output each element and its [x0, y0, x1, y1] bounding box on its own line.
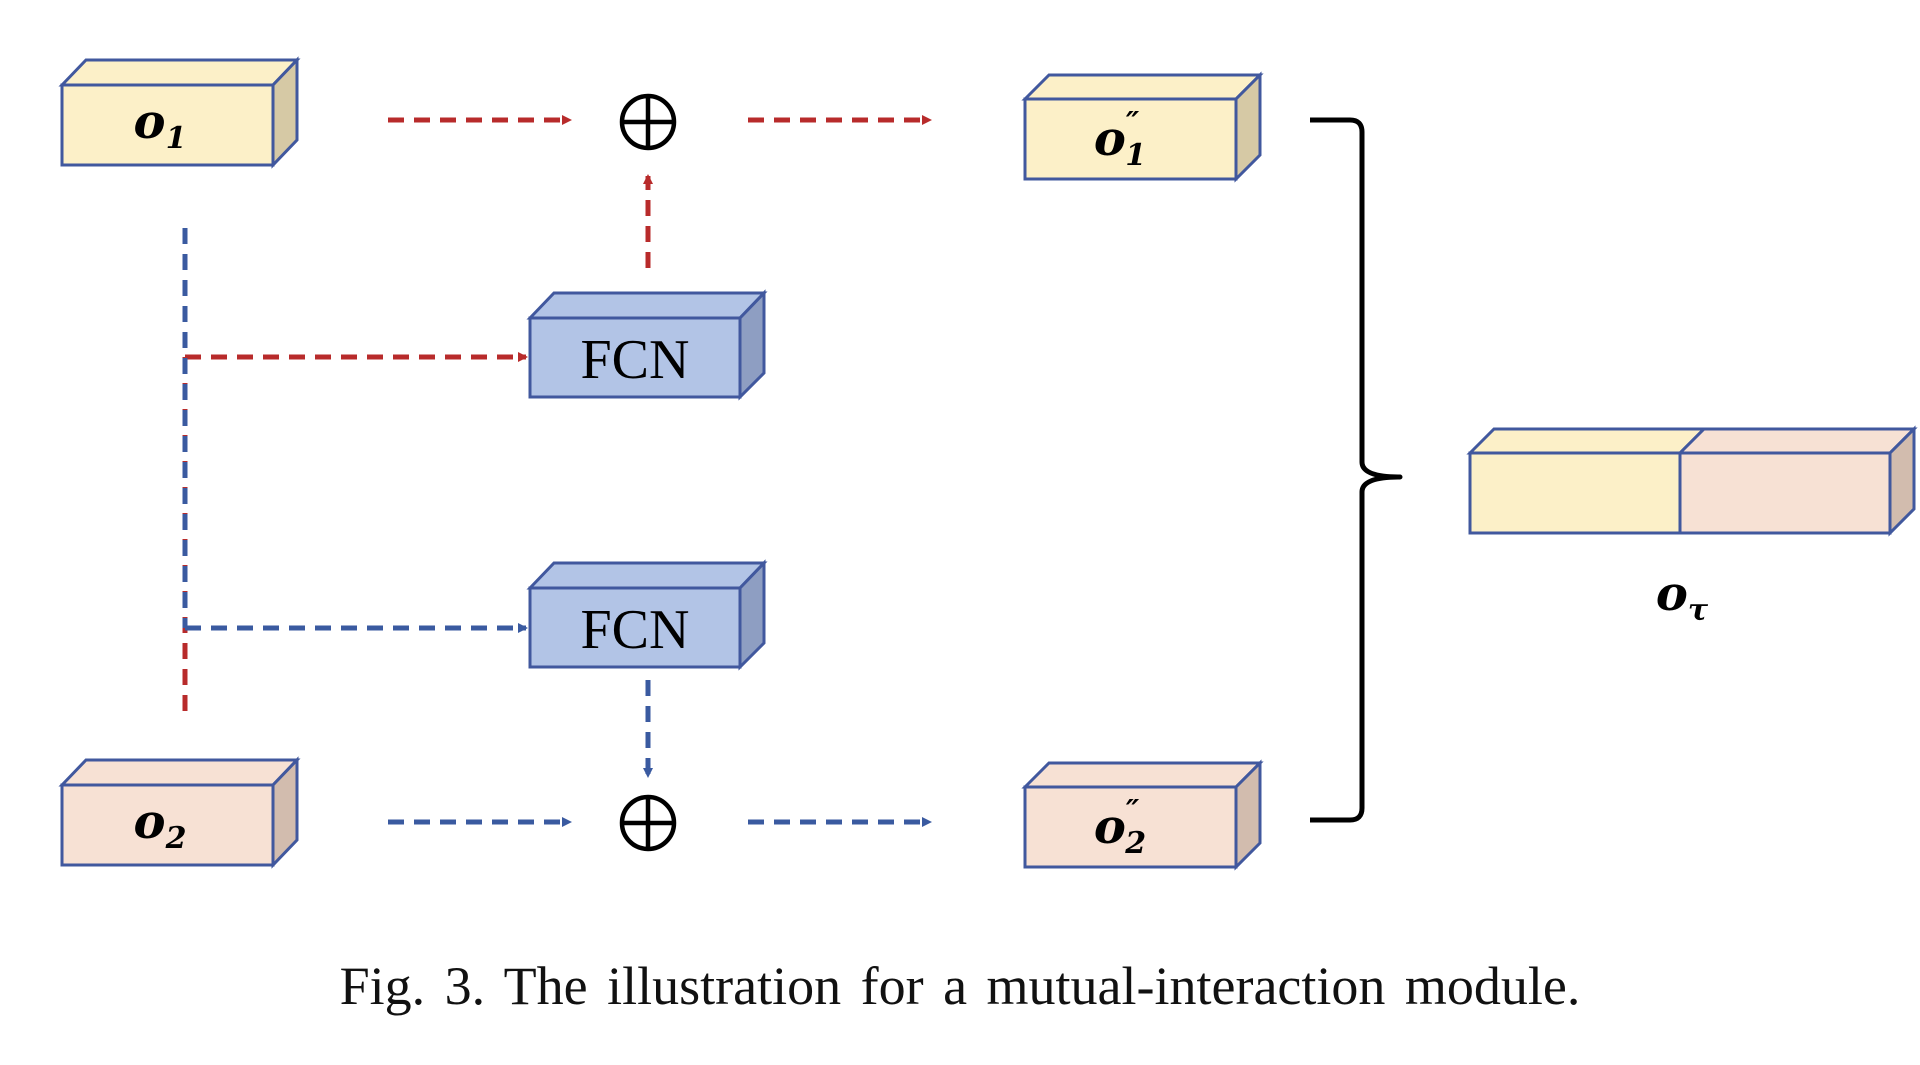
- o1-label: o1: [134, 94, 187, 156]
- fcn-top-block: FCN: [526, 289, 768, 401]
- output-label: oτ: [1656, 566, 1709, 628]
- figure-caption: Fig. 3. The illustration for a mutual-in…: [339, 956, 1581, 1016]
- o2-label: o2: [134, 794, 187, 856]
- o2-block: o2: [58, 756, 301, 869]
- o2-output-block: o″2: [1021, 759, 1264, 871]
- mutual-interaction-diagram: o1 o2 o″1 o″2 FCN FCN: [58, 56, 1918, 871]
- add-operator-bottom: [619, 794, 677, 852]
- fcn-bottom-block: FCN: [526, 559, 768, 671]
- o1-output-block: o″1: [1021, 71, 1264, 183]
- fcn-bottom-label: FCN: [581, 599, 690, 661]
- o1-output-label: o″1: [1094, 106, 1146, 173]
- concat-bracket: [1310, 117, 1403, 823]
- output-block: oτ: [1466, 425, 1918, 628]
- o2-output-label: o″2: [1094, 794, 1146, 861]
- blue-flow: [182, 228, 932, 827]
- output-yellow-segment: [1468, 451, 1682, 535]
- add-operator-top: [619, 93, 677, 151]
- fcn-top-label: FCN: [581, 329, 690, 391]
- o1-block: o1: [58, 56, 301, 169]
- output-pink-segment: [1678, 451, 1892, 535]
